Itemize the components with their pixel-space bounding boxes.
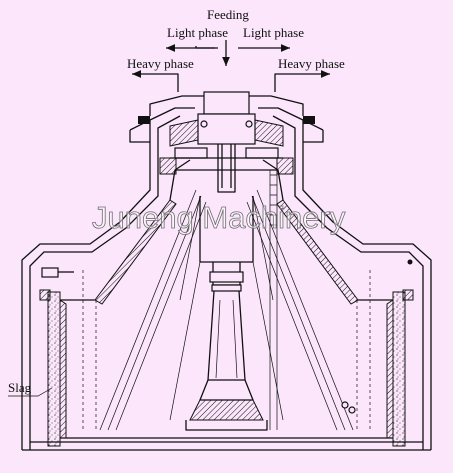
- slag-label: Slag: [8, 380, 32, 395]
- heavy-phase-right-arrow: [274, 70, 330, 92]
- feed-assembly: [149, 91, 304, 193]
- heavy-phase-left-label: Heavy phase: [127, 56, 194, 71]
- light-phase-right-label: Light phase: [243, 25, 304, 40]
- slag-leader: [8, 387, 53, 397]
- feeding-label: Feeding: [207, 7, 249, 22]
- disc-stack: [82, 189, 371, 431]
- flow-arrows: [8, 40, 330, 397]
- distributor: [169, 195, 284, 431]
- light-phase-left-label: Light phase: [167, 25, 228, 40]
- heavy-phase-right-label: Heavy phase: [278, 56, 345, 71]
- outer-casing: [21, 107, 432, 451]
- heavy-phase-left-arrow: [132, 70, 179, 92]
- left-bolt: [39, 259, 414, 301]
- watermark: Juneng Machinery: [92, 200, 346, 235]
- right-channel: [269, 170, 356, 430]
- bowl: [47, 159, 406, 447]
